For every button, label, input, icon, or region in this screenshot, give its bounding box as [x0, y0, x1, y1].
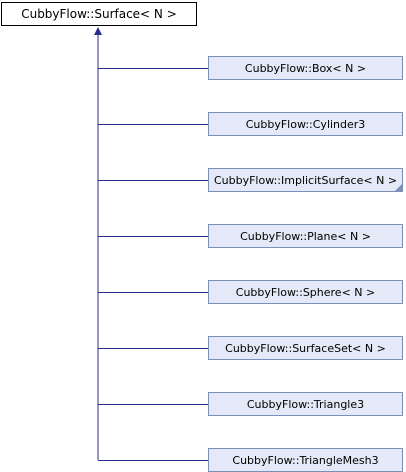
inheritance-arrowhead	[94, 27, 102, 35]
node-sphere[interactable]: CubbyFlow::Sphere< N >	[208, 280, 403, 304]
node-surface-set[interactable]: CubbyFlow::SurfaceSet< N >	[208, 336, 403, 360]
node-implicit-surface[interactable]: CubbyFlow::ImplicitSurface< N >	[208, 168, 403, 192]
node-surface[interactable]: CubbyFlow::Surface< N >	[1, 2, 197, 26]
node-plane[interactable]: CubbyFlow::Plane< N >	[208, 224, 403, 248]
node-triangle3[interactable]: CubbyFlow::Triangle3	[208, 392, 403, 416]
node-cylinder3[interactable]: CubbyFlow::Cylinder3	[208, 112, 403, 136]
node-triangle-mesh3[interactable]: CubbyFlow::TriangleMesh3	[208, 448, 403, 472]
node-box[interactable]: CubbyFlow::Box< N >	[208, 56, 403, 80]
